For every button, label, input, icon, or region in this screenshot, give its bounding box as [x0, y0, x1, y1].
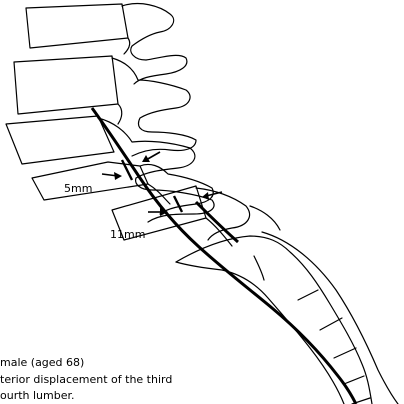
- caption-line-1: male (aged 68): [0, 356, 84, 369]
- caption-line-2: terior displacement of the third: [0, 373, 172, 386]
- spinal-canal-line: [92, 108, 356, 404]
- vertebra-4: [32, 162, 213, 214]
- vertebra-2: [14, 56, 196, 156]
- lower-measure-tick: [174, 196, 182, 212]
- arrow-upper-right: [142, 152, 160, 162]
- posterior-wall-line: [196, 202, 238, 242]
- caption-line-3: ourth lumber.: [0, 389, 75, 402]
- arrow-upper-left: [102, 172, 122, 180]
- measurement-label-11mm: 11mm: [110, 228, 145, 241]
- measurement-label-5mm: 5mm: [64, 182, 92, 195]
- sacrum: [176, 236, 372, 404]
- vertebra-1: [26, 4, 187, 84]
